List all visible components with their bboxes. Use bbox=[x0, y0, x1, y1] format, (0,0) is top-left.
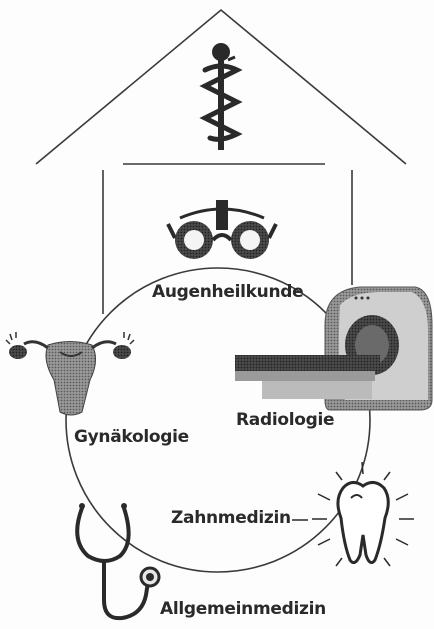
label-dentistry: Zahnmedizin bbox=[171, 508, 291, 528]
trial-frame-glasses-icon bbox=[168, 200, 276, 259]
uterus-icon bbox=[6, 332, 134, 415]
caduceus-icon bbox=[205, 43, 237, 150]
label-radiology: Radiologie bbox=[236, 410, 334, 430]
stethoscope-icon bbox=[77, 503, 159, 618]
label-gynecology: Gynäkologie bbox=[74, 427, 189, 447]
mri-scanner-icon bbox=[235, 287, 432, 410]
label-general-medicine: Allgemeinmedizin bbox=[160, 599, 326, 619]
tooth-icon bbox=[292, 462, 414, 566]
label-ophthalmology: Augenheilkunde bbox=[152, 282, 303, 302]
